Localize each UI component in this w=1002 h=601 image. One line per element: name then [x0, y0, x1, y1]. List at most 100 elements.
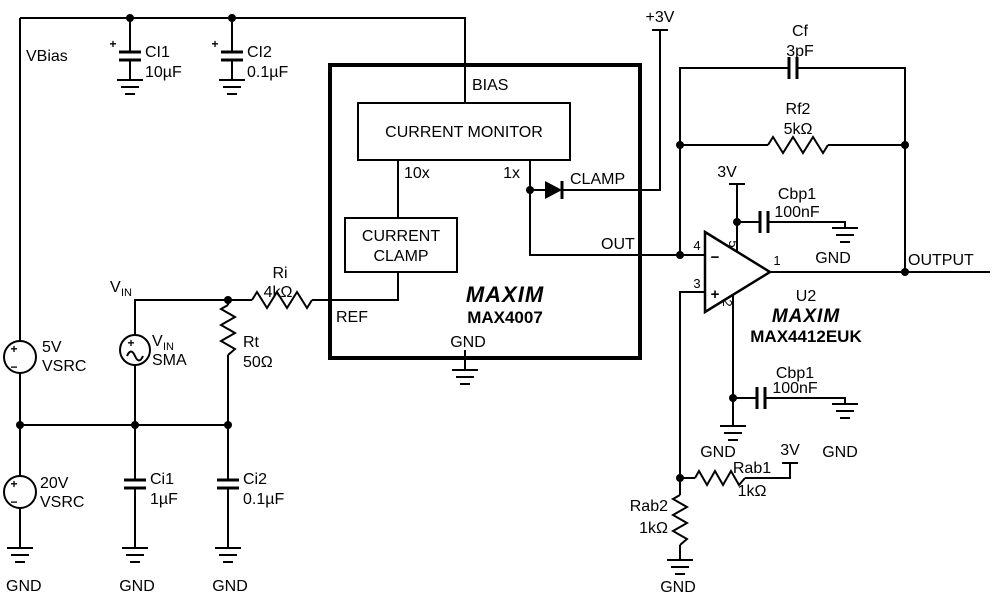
source-plus: + — [127, 336, 134, 350]
res-ri-name: Ri — [272, 265, 287, 282]
capacitor-plates — [119, 50, 141, 62]
capacitor-plates — [755, 387, 767, 409]
wire-cf-right — [797, 67, 906, 272]
wire-3v-supply-top — [729, 183, 745, 251]
capacitor-plates — [787, 57, 799, 79]
res-rab2-name: Rab2 — [630, 498, 668, 515]
pin-label-gnd: GND — [450, 334, 486, 351]
net-label-vbias: VBias — [26, 48, 68, 65]
ground-icon — [831, 403, 859, 419]
resistor-zigzag — [767, 135, 829, 155]
ground-icon — [451, 369, 479, 385]
cap-cf-value: 3pF — [786, 43, 814, 60]
noninverting-input-plus: + — [711, 286, 720, 303]
ground-icon — [6, 547, 34, 563]
gnd-label: GND — [700, 444, 736, 461]
capacitor-cbp1-bottom — [755, 387, 767, 409]
pin-label-clamp: CLAMP — [570, 171, 625, 188]
cap-cbp1-bottom-value: 100nF — [772, 380, 818, 397]
ic-max4007: BIAS CURRENT MONITOR 10x 1x CLAMP CURREN… — [328, 63, 642, 360]
opamp-max4412: − + 4 3 1 5 2 U2 MAXIM MAX4412EUK — [693, 229, 862, 346]
cap-cbp1-top-value: 100nF — [774, 204, 820, 221]
gain-label-10x: 10x — [404, 165, 430, 182]
junction-dot — [676, 141, 684, 149]
cap-cbp1-bottom-name: Cbp1 — [776, 365, 814, 382]
part-number-max4412euk: MAX4412EUK — [750, 327, 862, 346]
wire-out — [529, 190, 705, 256]
wire-cbp1-bottom — [733, 397, 846, 404]
junction-dot — [224, 421, 232, 429]
sine-wave-icon — [126, 350, 144, 362]
junction-dot — [901, 268, 909, 276]
wire-rab1-to-3v — [745, 462, 798, 479]
wire-cbp1-top — [737, 221, 846, 228]
resistor-rf2 — [767, 135, 829, 155]
net-label-3v-top: 3V — [717, 164, 737, 181]
inverting-input-minus: − — [711, 249, 720, 266]
diode-clamp — [545, 181, 564, 199]
ground-icon — [719, 425, 747, 441]
source-circle — [3, 340, 37, 374]
source-v20-value: 20V — [40, 475, 69, 492]
source-vin-sma: + — [119, 334, 151, 366]
gnd-label: GND — [815, 250, 851, 267]
labels: VBias CI1 10µF CI2 0.1µF +3V V IN V IN S… — [6, 9, 974, 596]
source-v5-value: 5V — [42, 339, 62, 356]
source-circle — [119, 334, 151, 366]
net-label-output: OUTPUT — [908, 252, 974, 269]
pin-number-4: 4 — [693, 238, 700, 253]
source-plus: + — [10, 477, 17, 491]
net-label-vin-sub: IN — [121, 287, 132, 299]
part-number-max4007: MAX4007 — [467, 308, 543, 327]
ic-outline — [328, 63, 642, 360]
source-plus: + — [10, 342, 17, 356]
wire-pin3-divider — [679, 291, 705, 478]
junction-dot — [224, 296, 232, 304]
capacitor-ci1-top: + — [109, 37, 141, 62]
junction-dot — [526, 186, 534, 194]
resistor-zigzag — [218, 304, 238, 356]
gnd-label: GND — [6, 578, 42, 595]
current-clamp-label-line2: CLAMP — [373, 248, 428, 265]
cap-ci2-value: 0.1µF — [243, 491, 284, 508]
junction-dot — [733, 218, 741, 226]
current-clamp-block — [344, 217, 458, 273]
res-rab1-value: 1kΩ — [738, 483, 767, 500]
capacitor-cf — [787, 57, 799, 79]
cap-cbp1-top-name: Cbp1 — [778, 186, 816, 203]
current-clamp-label-line1: CURRENT — [362, 228, 440, 245]
junction-dot — [676, 251, 684, 259]
resistor-zigzag — [694, 468, 746, 488]
res-rf2-value: 5kΩ — [784, 121, 813, 138]
junction-dot — [729, 394, 737, 402]
pin-number-1: 1 — [773, 253, 780, 268]
maxim-logo: MAXIM — [772, 306, 841, 327]
cap-ci2-top-name: CI2 — [247, 44, 272, 61]
pin-label-ref: REF — [336, 309, 368, 326]
resistor-rt — [218, 304, 238, 356]
junction-dot — [16, 421, 24, 429]
capacitor-cbp1-top — [758, 211, 770, 233]
junction-dots — [16, 14, 909, 482]
maxim-logo: MAXIM — [466, 282, 544, 307]
source-v5: + − — [3, 340, 37, 374]
source-vin-type: SMA — [152, 352, 187, 369]
wire-vin-node — [134, 299, 252, 335]
cap-ci1-name: Ci1 — [150, 471, 174, 488]
capacitor-ci2-top: + — [211, 37, 243, 62]
source-v20-type: VSRC — [40, 494, 84, 511]
ground-icon — [116, 79, 144, 95]
capacitor-plates — [124, 478, 146, 490]
source-minus: − — [10, 360, 17, 374]
capacitor-plates — [221, 50, 243, 62]
pin-number-3: 3 — [693, 276, 700, 291]
gnd-label: GND — [119, 578, 155, 595]
res-rt-value: 50Ω — [243, 354, 273, 371]
source-minus: − — [10, 495, 17, 509]
junction-dot — [131, 421, 139, 429]
cap-ci2-top-value: 0.1µF — [247, 64, 288, 81]
pin-number-5: 5 — [726, 240, 741, 247]
junction-dot — [228, 14, 236, 22]
